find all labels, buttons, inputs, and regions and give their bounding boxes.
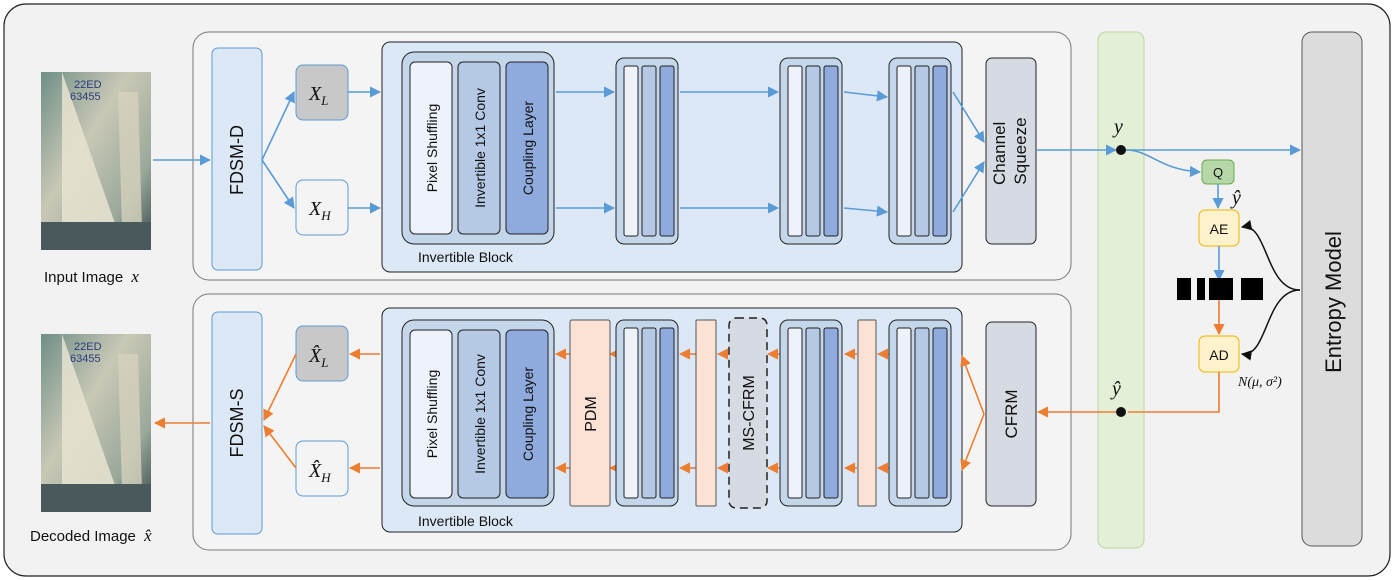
- encoder-block-caption: Invertible Block: [418, 249, 514, 265]
- arrow-y-to-q: [1125, 149, 1202, 178]
- decoder-flow-arrows: [554, 348, 985, 474]
- encoder-repeat-block-1: [615, 57, 679, 245]
- y-label: y: [1112, 116, 1123, 138]
- encoder-pixel-shuffling: [409, 61, 453, 235]
- arrow-entropy-to-ad: [1240, 289, 1301, 361]
- cfrm-box: [985, 321, 1037, 507]
- decoder-repeat-block-3: [888, 319, 952, 507]
- pdm-small-2: [857, 319, 877, 507]
- decoder-pixel-shuffling-label: Pixel Shuffling: [424, 370, 440, 458]
- encoder-flow-arrows: [556, 86, 985, 217]
- fdsm-s-label: FDSM-S: [227, 389, 247, 458]
- encoder-invertible-conv-label: Invertible 1x1 Conv: [472, 88, 488, 208]
- ms-cfrm-box: [728, 317, 768, 509]
- svg-text:63455: 63455: [70, 353, 101, 365]
- decoder-invertible-conv-label: Invertible 1x1 Conv: [472, 354, 488, 474]
- pdm-box: [569, 319, 611, 507]
- y-hat-node: [1116, 407, 1126, 417]
- xh-label: XH: [308, 198, 331, 223]
- svg-text:22ED: 22ED: [74, 79, 102, 91]
- decoder-invertible-conv: [457, 329, 501, 499]
- decoder-coupling-layer: [505, 329, 549, 499]
- y-hat-quantized-label: ŷ: [1230, 187, 1241, 209]
- encoder-pixel-shuffling-label: Pixel Shuffling: [424, 104, 440, 192]
- distribution-label: N(μ, σ²): [1237, 375, 1282, 390]
- encoder-repeat-block-2: [779, 57, 843, 245]
- pdm-small-1: [695, 319, 717, 507]
- arrow-xl-hat-to-fdsms: [263, 353, 297, 422]
- decoder-pixel-shuffling: [409, 329, 453, 499]
- svg-text:22ED: 22ED: [74, 341, 102, 353]
- xl-hat-box: [295, 325, 349, 382]
- decoder-block-caption: Invertible Block: [418, 513, 514, 529]
- arrow-fdsmd-to-xh: [261, 159, 295, 209]
- ms-cfrm-label: MS-CFRM: [741, 375, 758, 451]
- decoded-image-caption: Decoded Image x̂: [30, 526, 152, 545]
- quantizer-label: Q: [1213, 165, 1223, 180]
- encoder-coupling-layer: [505, 61, 549, 235]
- decoder-coupling-layer-label: Coupling Layer: [520, 367, 536, 462]
- decoder-repeat-block-1: [615, 319, 679, 507]
- encoder-coupling-layer-label: Coupling Layer: [520, 101, 536, 196]
- arrow-xh-hat-to-fdsms: [263, 425, 297, 469]
- arrow-ad-to-yhat: [1128, 372, 1220, 413]
- encoder-invertible-conv: [457, 61, 501, 235]
- cfrm-label: CFRM: [1002, 389, 1021, 438]
- input-image: 22ED 63455: [41, 72, 151, 250]
- latent-bar: [1097, 31, 1145, 549]
- input-image-caption: Input Image x: [44, 267, 139, 286]
- arrow-entropy-to-ae: [1240, 220, 1301, 291]
- entropy-model-box: [1301, 31, 1363, 547]
- y-hat-label: ŷ: [1110, 378, 1121, 400]
- arrow-fdsmd-to-xl: [261, 90, 295, 161]
- xh-hat-label: X̂H: [308, 459, 331, 485]
- decoded-image: 22ED 63455: [41, 334, 151, 512]
- encoder-repeat-block-3: [888, 57, 952, 245]
- xh-hat-box: [295, 440, 349, 497]
- fdsm-s-box: [211, 311, 263, 535]
- arithmetic-decoder-label: AD: [1209, 347, 1228, 363]
- channel-squeeze-label: Channel Squeeze: [990, 117, 1030, 185]
- decoder-repeat-block-2: [779, 319, 843, 507]
- channel-squeeze-box: [985, 57, 1037, 245]
- arithmetic-encoder-label: AE: [1210, 221, 1229, 237]
- entropy-model-label: Entropy Model: [1321, 231, 1346, 373]
- svg-text:63455: 63455: [70, 91, 101, 103]
- xl-label: XL: [308, 83, 328, 108]
- y-node: [1116, 145, 1126, 155]
- xl-hat-label: X̂L: [308, 344, 328, 370]
- fdsm-d-label: FDSM-D: [227, 125, 247, 195]
- pdm-label: PDM: [583, 396, 600, 432]
- bitstream: [1177, 278, 1263, 300]
